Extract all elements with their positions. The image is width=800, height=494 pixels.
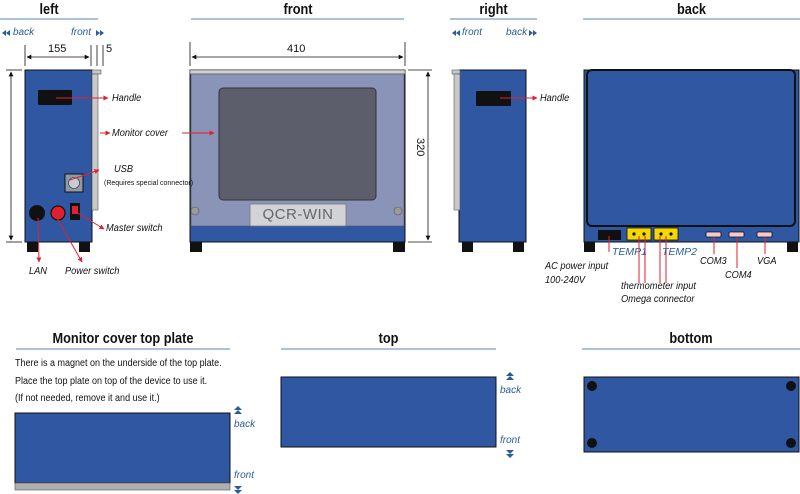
note-line-1: There is a magnet on the underside of th… xyxy=(15,358,222,369)
right-view xyxy=(451,69,538,252)
nav-back-label: back xyxy=(234,419,256,430)
label-usb-note: (Requires special connector) xyxy=(104,180,194,187)
section-title-left: left xyxy=(39,1,59,18)
dimension-depth: 155 xyxy=(48,43,67,55)
note-line-3: (If not needed, remove it and use it.) xyxy=(15,393,160,404)
label-ac-voltage: 100-240V xyxy=(545,274,586,286)
label-temp1: TEMP1 xyxy=(612,246,648,258)
left-view xyxy=(6,45,111,263)
label-com4: COM4 xyxy=(725,269,752,281)
label-monitor-cover: Monitor cover xyxy=(112,127,168,139)
brand-label: QCR-WIN xyxy=(262,206,334,223)
label-omega-connector: Omega connector xyxy=(621,293,695,305)
section-title-right: right xyxy=(479,1,508,18)
label-handle: Handle xyxy=(112,92,142,104)
dimension-cover: 5 xyxy=(106,43,113,55)
back-view xyxy=(583,69,800,283)
label-power-switch: Power switch xyxy=(65,265,120,277)
nav-back-label: back xyxy=(506,27,528,38)
section-title-bottom: bottom xyxy=(669,330,713,347)
front-view xyxy=(182,42,432,252)
nav-front-label: front xyxy=(500,435,521,446)
label-handle: Handle xyxy=(540,92,570,104)
label-com3: COM3 xyxy=(700,255,727,267)
section-title-back: back xyxy=(676,1,707,18)
dimension-width: 410 xyxy=(287,43,306,55)
section-underlines xyxy=(0,18,800,350)
nav-back-label: back xyxy=(13,27,35,38)
nav-back-label: back xyxy=(500,385,522,396)
label-master-switch: Master switch xyxy=(106,222,163,234)
label-thermometer-input: thermometer input xyxy=(621,280,696,292)
nav-front-label: front xyxy=(462,27,483,38)
label-usb: USB xyxy=(114,163,134,175)
nav-front-label: front xyxy=(71,27,92,38)
section-title-cover-plate: Monitor cover top plate xyxy=(52,330,194,347)
top-view xyxy=(280,376,497,448)
dimension-height: 320 xyxy=(414,138,426,157)
note-line-2: Place the top plate on top of the device… xyxy=(15,376,208,387)
cover-plate-view xyxy=(14,412,231,491)
section-title-top: top xyxy=(378,330,399,347)
nav-front-label: front xyxy=(234,470,255,481)
nav-arrows xyxy=(2,30,537,494)
label-temp2: TEMP2 xyxy=(662,246,698,258)
label-vga: VGA xyxy=(757,255,777,267)
label-lan: LAN xyxy=(29,265,47,277)
bottom-view xyxy=(583,376,800,453)
label-ac-power: AC power input xyxy=(545,260,609,272)
section-title-front: front xyxy=(283,1,313,18)
